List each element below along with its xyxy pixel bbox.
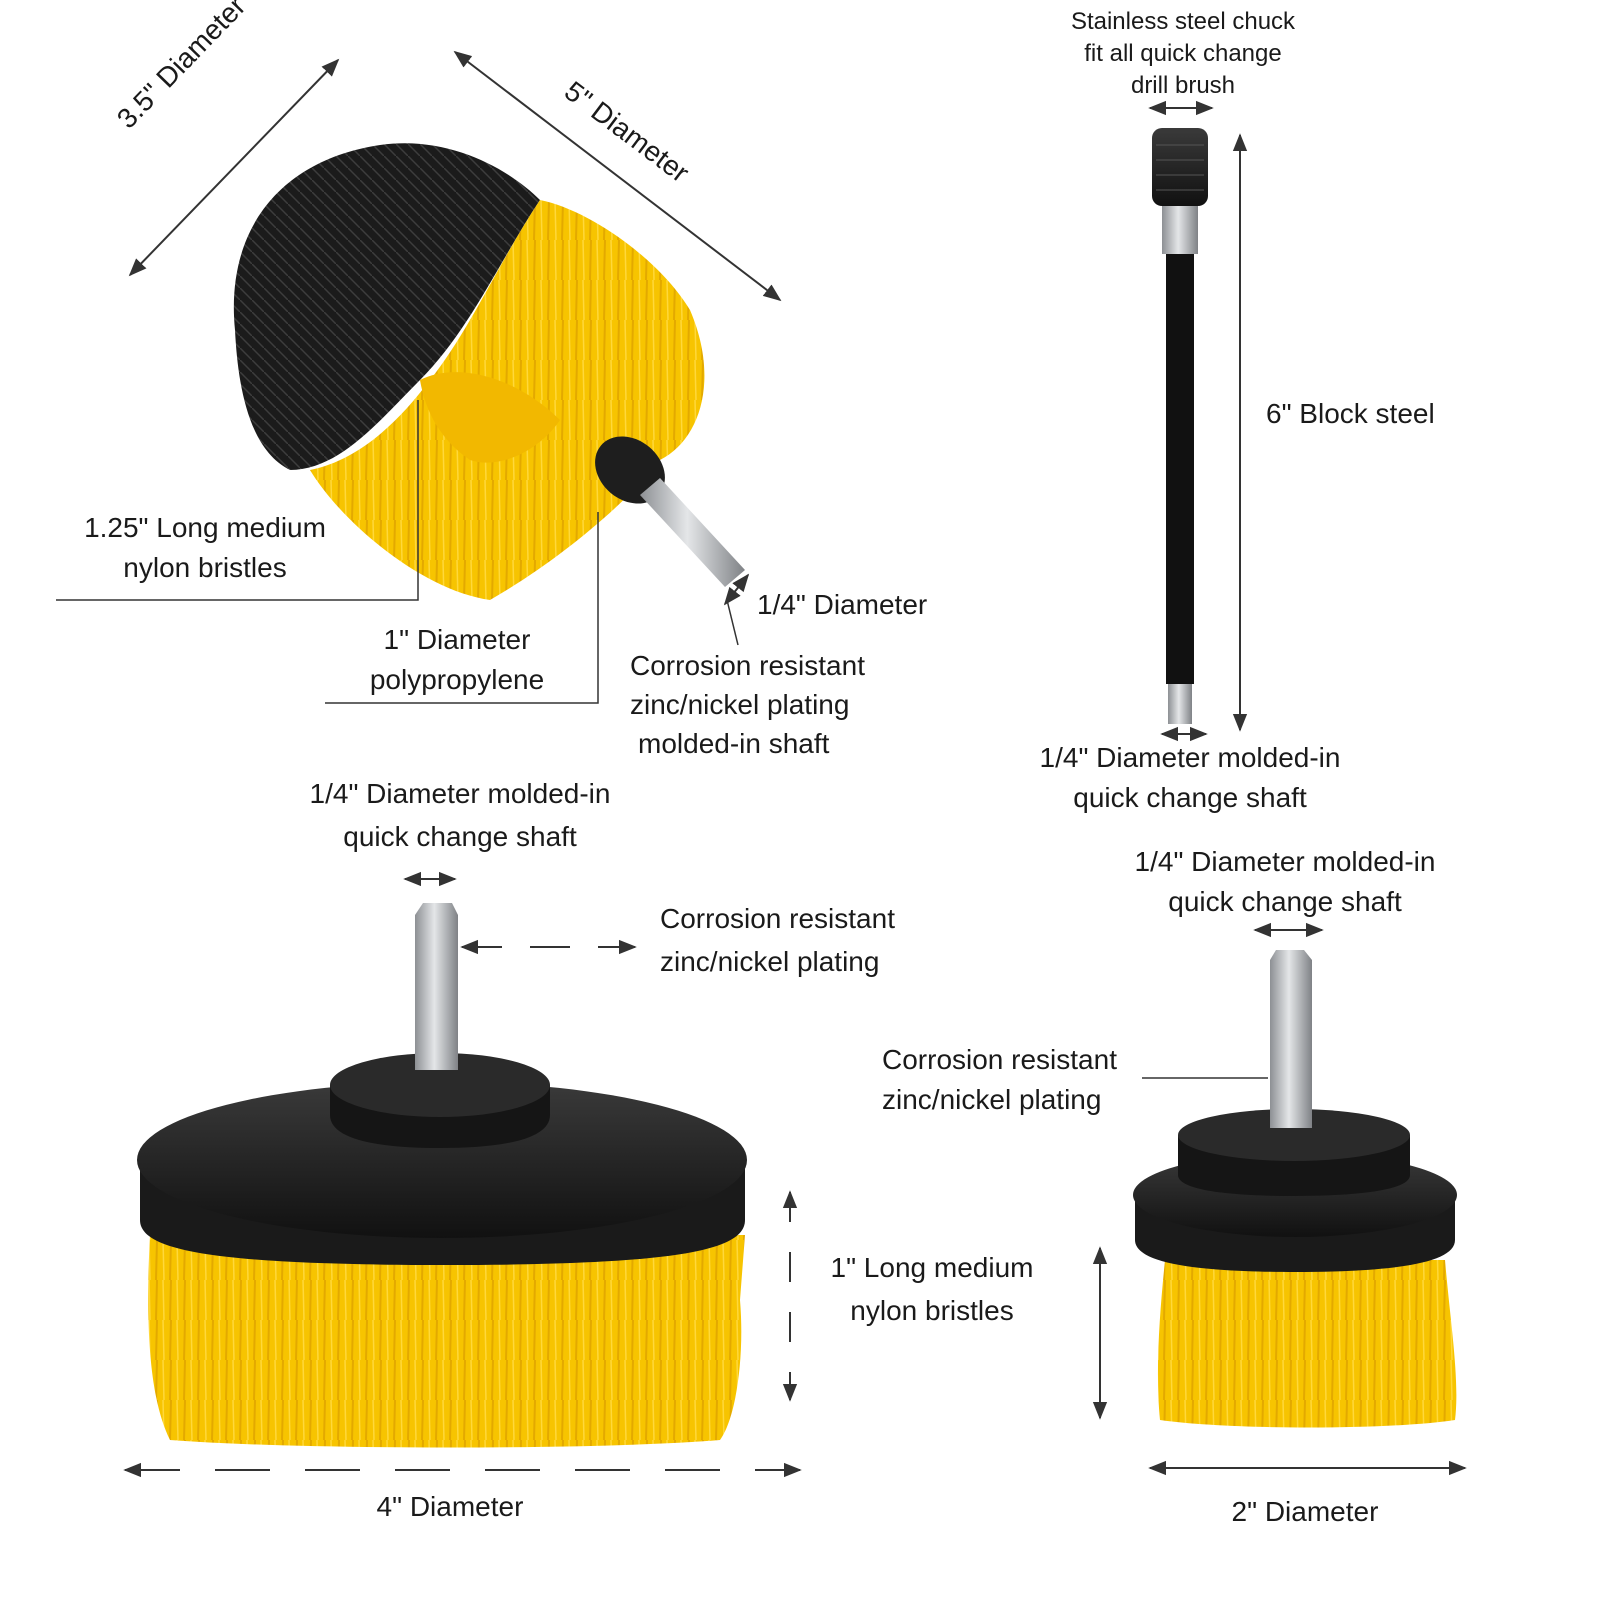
extension-bar xyxy=(1152,128,1208,724)
label-bristles-1: 1" Long medium nylon bristles xyxy=(830,1252,1034,1326)
label-disc4-shaft: 1/4" Diameter molded-in quick change sha… xyxy=(309,778,611,852)
label-ext-shaft: 1/4" Diameter molded-in quick change sha… xyxy=(1039,742,1341,813)
label-bristles-1-25: 1.25" Long medium nylon bristles xyxy=(84,512,326,583)
label-disc4-corrosion: Corrosion resistant zinc/nickel plating xyxy=(660,903,895,977)
hex-shaft-2 xyxy=(1270,950,1312,1128)
disc-brush-2 xyxy=(1133,950,1457,1428)
label-polypropylene: 1" Diameter polypropylene xyxy=(369,624,545,695)
label-disc2-corrosion: Corrosion resistant zinc/nickel plating xyxy=(882,1044,1117,1115)
dim-3-5 xyxy=(128,58,340,277)
hex-shaft xyxy=(640,478,745,587)
label-block-steel: 6" Block steel xyxy=(1266,398,1435,429)
hex-shaft-4 xyxy=(415,903,458,1070)
label-quarter-diameter: 1/4" Diameter xyxy=(757,589,928,620)
label-2-diameter: 2" Diameter xyxy=(1231,1496,1379,1527)
disc-brush-4 xyxy=(137,903,747,1448)
steel-rod xyxy=(1166,254,1194,684)
bristles-2 xyxy=(1157,1260,1457,1428)
label-corrosion-shaft: Corrosion resistant zinc/nickel plating … xyxy=(630,650,865,759)
leader-poly xyxy=(325,512,599,704)
hub xyxy=(595,436,665,504)
dim-quarter xyxy=(723,573,750,606)
leader-bristles xyxy=(56,400,419,601)
label-disc2-shaft: 1/4" Diameter molded-in quick change sha… xyxy=(1134,846,1436,917)
bristles-4 xyxy=(148,1235,745,1448)
disc-top-4 xyxy=(137,1082,747,1238)
leader-shaft xyxy=(726,599,739,646)
chuck xyxy=(1152,128,1208,206)
label-chuck: Stainless steel chuck fit all quick chan… xyxy=(1070,8,1296,99)
dim-5 xyxy=(453,50,782,302)
label-4-diameter: 4" Diameter xyxy=(376,1491,524,1522)
